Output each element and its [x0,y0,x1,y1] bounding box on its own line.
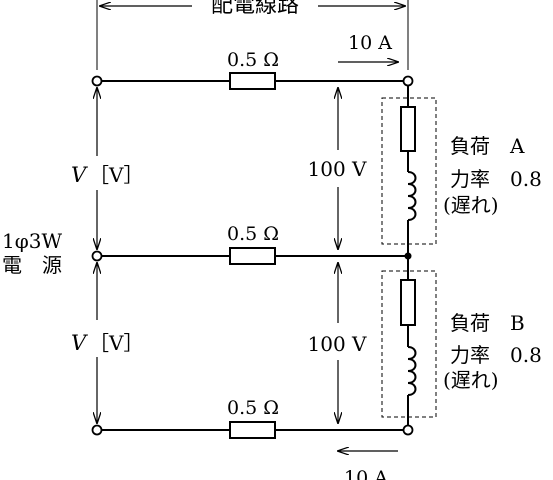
load-b [381,256,437,425]
line-span-dimension [96,0,409,70]
line-span-label: 配電線路 [211,0,299,18]
load-terminal-bottom [402,424,414,436]
load-a-name: 負荷 A [450,134,525,158]
load-b-voltage-label: 100 V [308,332,368,356]
resistance-bottom-label: 0.5 Ω [227,397,279,419]
load-a-resistor [400,106,416,152]
load-a-power-factor: 力率 0.8 [450,167,542,191]
source-terminal-bottom [91,424,103,436]
load-a-inductor [407,171,417,221]
source-name-label: 電 源 [2,253,62,277]
resistor-mid [229,247,276,265]
source-type-label: 1φ3W [2,229,62,253]
load-terminal-top [402,75,414,87]
source-voltage-upper-unit: ［V］ [89,163,143,187]
resistance-top-label: 0.5 Ω [227,49,279,71]
load-a [381,86,437,256]
resistance-mid-label: 0.5 Ω [227,223,279,245]
resistor-top [229,72,276,90]
source-voltage-lower-symbol: V [71,331,88,355]
source-terminal-top [91,75,103,87]
load-b-power-factor: 力率 0.8 [450,343,542,367]
load-b-name: 負荷 B [450,311,525,335]
load-a-note: (遅れ) [443,193,499,217]
load-b-resistor [400,279,416,326]
current-top-label: 10 A [348,32,392,54]
source-voltage-upper-symbol: V [71,163,88,187]
source-voltage-lower-unit: ［V］ [89,331,143,355]
current-bottom-label: 10 A [344,467,388,480]
load-b-inductor [407,346,417,396]
load-b-note: (遅れ) [443,368,499,392]
source-terminal-mid [91,250,103,262]
load-a-voltage-label: 100 V [308,157,368,181]
resistor-bottom [229,421,276,439]
